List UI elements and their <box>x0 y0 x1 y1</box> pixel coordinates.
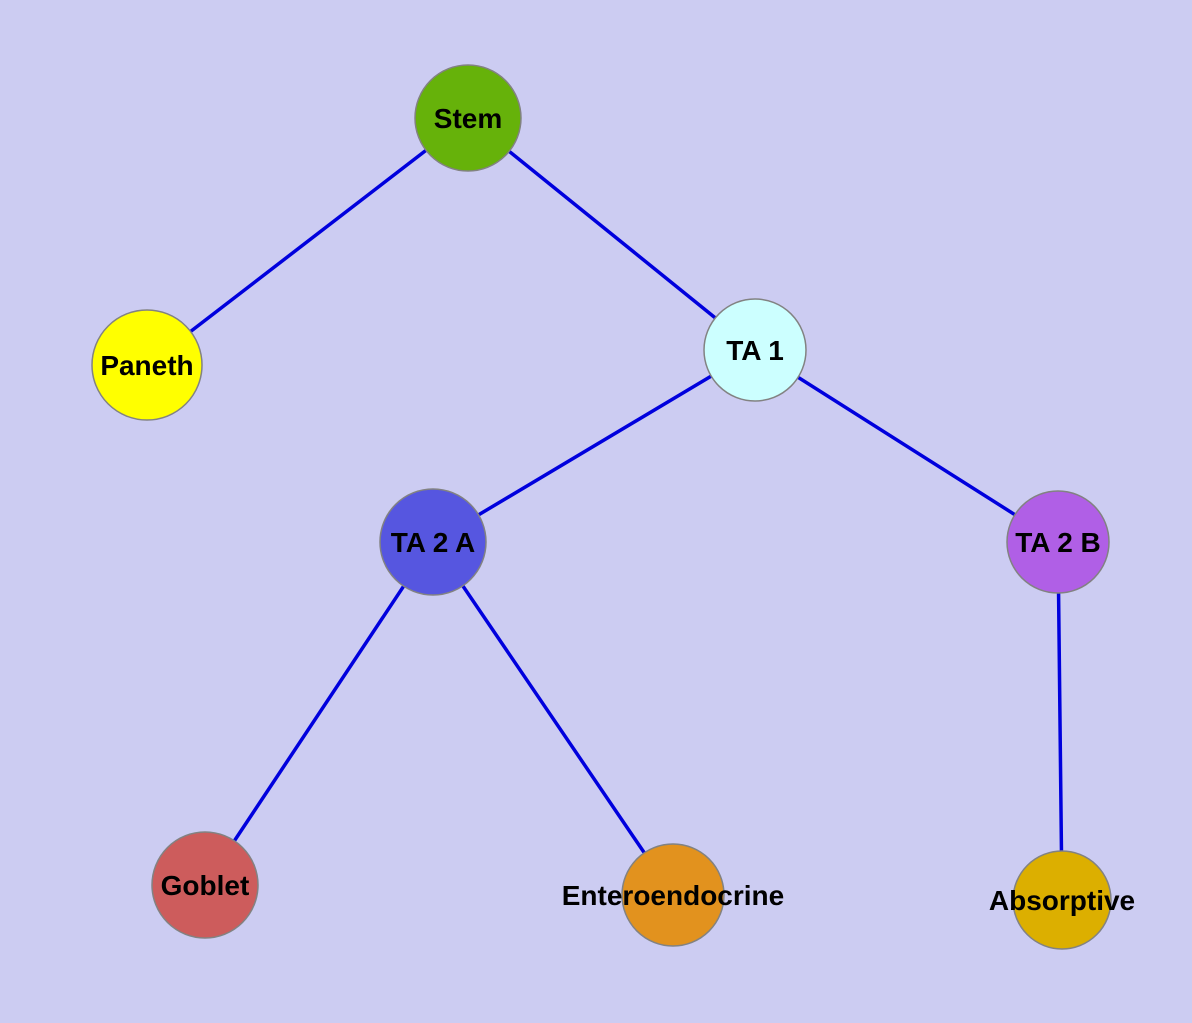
node-ta2a <box>379 488 487 596</box>
node-goblet <box>151 831 259 939</box>
node-absorptive <box>1012 850 1112 950</box>
node-paneth <box>91 309 203 421</box>
edge-ta1-ta2b <box>753 348 1060 544</box>
edge-ta2a-goblet <box>203 540 435 887</box>
node-ta1 <box>703 298 807 402</box>
edge-ta2b-absorptive <box>1056 540 1064 902</box>
edge-stem-ta1 <box>466 116 757 352</box>
node-stem <box>414 64 522 172</box>
node-ta2b <box>1006 490 1110 594</box>
edge-ta2a-enteroendocrine <box>431 540 675 897</box>
nodes-layer <box>91 64 1112 950</box>
node-enteroendocrine <box>621 843 725 947</box>
edge-stem-paneth <box>145 116 470 367</box>
edges-layer <box>145 116 1064 902</box>
edge-ta1-ta2a <box>431 348 757 544</box>
